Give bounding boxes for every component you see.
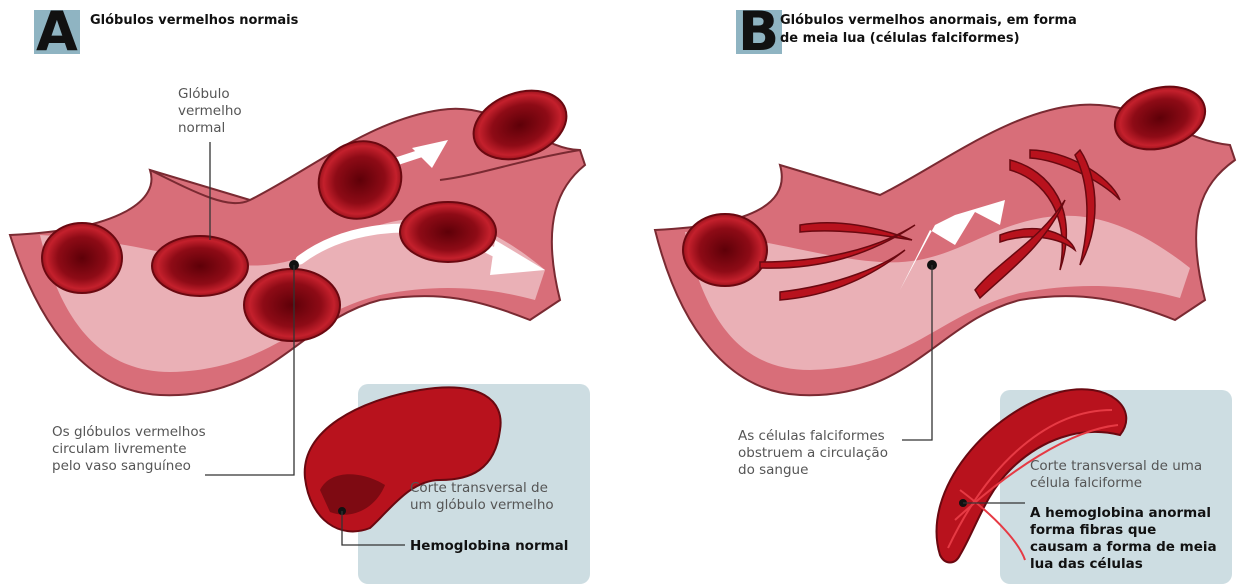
panel-b-letter: B	[738, 4, 779, 60]
label-abnormal-hemoglobin: A hemoglobina anormal forma fibras que c…	[1030, 505, 1217, 573]
panel-a-letter: A	[36, 4, 78, 60]
red-blood-cell	[683, 214, 767, 286]
label-normal-hemoglobin: Hemoglobina normal	[410, 538, 568, 555]
panel-b-badge: B	[736, 10, 782, 54]
label-normal-rbc: Glóbulo vermelho normal	[178, 86, 242, 137]
panel-b-title: Glóbulos vermelhos anormais, em forma de…	[780, 12, 1077, 48]
red-blood-cell	[152, 236, 248, 296]
label-sickle-section: Corte transversal de uma célula falcifor…	[1030, 458, 1202, 492]
red-blood-cell	[42, 223, 122, 293]
panel-a-badge: A	[34, 10, 80, 54]
label-rbc-section: Corte transversal de um glóbulo vermelho	[410, 480, 554, 514]
panel-a-title: Glóbulos vermelhos normais	[90, 12, 298, 30]
label-obstruct-circulation: As células falciformes obstruem a circul…	[738, 428, 888, 479]
red-blood-cell	[400, 202, 496, 262]
label-free-flow: Os glóbulos vermelhos circulam livrement…	[52, 424, 206, 475]
red-blood-cell	[244, 269, 340, 341]
